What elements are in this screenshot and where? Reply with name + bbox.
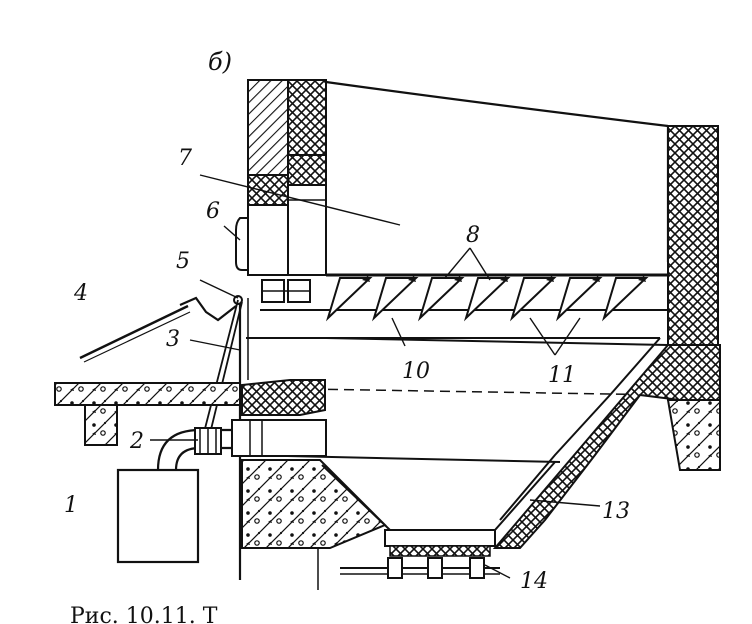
- label-8: 8: [466, 223, 480, 248]
- grate-bar: [509, 277, 557, 322]
- label-6: 6: [206, 199, 220, 224]
- discharge-mechanism: [317, 548, 500, 590]
- air-duct: [116, 419, 327, 564]
- grate-bar-tip: [638, 276, 646, 282]
- grate-bar-tip: [500, 276, 508, 282]
- grate-bar: [601, 277, 649, 322]
- figure-caption: Рис. 10.11. Т: [70, 604, 218, 624]
- fan-box: [116, 468, 200, 564]
- leader-lines: [150, 174, 601, 579]
- grate-bar: [463, 277, 511, 322]
- label-3: 3: [166, 327, 180, 352]
- grate-bar-tip: [408, 276, 416, 282]
- grate-bar: [325, 277, 373, 322]
- grate-bar-tip: [592, 276, 600, 282]
- left-wall: [247, 79, 327, 276]
- grate-bar-tip: [362, 276, 370, 282]
- grate-bar-tip: [454, 276, 462, 282]
- grate-bar: [417, 277, 465, 322]
- figure-labels: б) 7 6 5 4 3 2 1 8 10 11 13 14 Рис. 10.1…: [64, 48, 630, 624]
- label-4: 4: [73, 281, 88, 306]
- door-6: [235, 217, 248, 271]
- lever-mechanism: [79, 295, 243, 451]
- label-5: 5: [176, 249, 190, 274]
- label-10: 10: [402, 359, 430, 384]
- ash-hopper: [239, 337, 721, 557]
- label-11: 11: [548, 363, 576, 388]
- floor-slab: [54, 382, 669, 446]
- combustion-chamber: [325, 80, 670, 262]
- grate: [246, 273, 672, 339]
- grate-bar-tip: [546, 276, 554, 282]
- label-1: 1: [64, 493, 78, 518]
- label-14: 14: [520, 569, 548, 594]
- panel-label: б): [208, 48, 232, 76]
- grate-bar: [555, 277, 603, 322]
- grate-bar: [371, 277, 419, 322]
- label-7: 7: [178, 146, 192, 171]
- label-13: 13: [602, 499, 630, 524]
- label-2: 2: [129, 429, 144, 454]
